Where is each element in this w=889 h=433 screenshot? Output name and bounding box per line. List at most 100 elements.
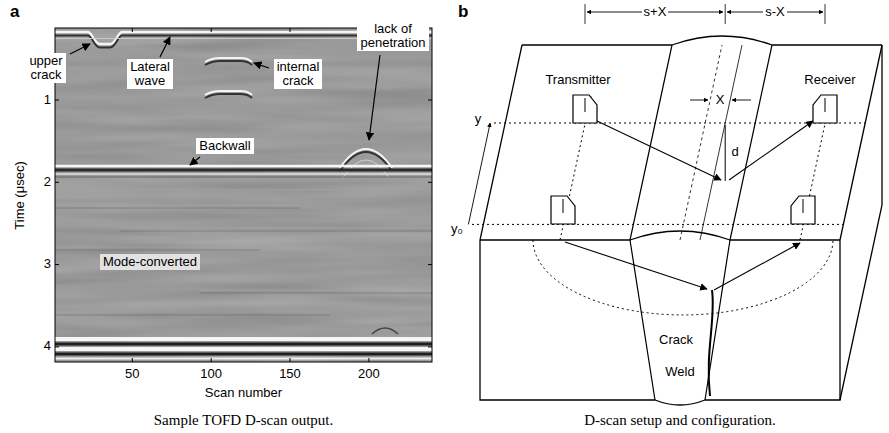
panel-letter: a [10, 2, 19, 21]
weld-section [630, 240, 730, 400]
axis-title: Scan number [205, 386, 282, 401]
panel-letter: a [10, 2, 19, 22]
y-ticks [55, 100, 432, 347]
leader-arrow [70, 44, 90, 54]
tick-label: 1 [44, 92, 51, 107]
tick-label: 3 [44, 257, 51, 272]
block-right-face [840, 45, 882, 400]
backwall-echo [55, 173, 432, 175]
tick-label: 50 [125, 367, 139, 382]
mode-band [55, 337, 432, 341]
dark-streaks [55, 208, 432, 315]
plot-frame [55, 28, 432, 362]
tick-label: 200 [358, 367, 380, 382]
probe-label: Receiver [804, 73, 855, 88]
dimension-label: X [716, 92, 725, 107]
dimension-label: d [731, 145, 738, 160]
dimension-label: y₀ [451, 221, 463, 236]
scan-streaks [55, 190, 432, 315]
panel-caption: D-scan setup and configuration. [584, 412, 776, 428]
beam-ray [729, 121, 813, 180]
mode-echo [372, 328, 398, 334]
extension-line [585, 4, 825, 24]
beam-ray [714, 243, 800, 290]
leader-arrow [369, 55, 380, 140]
scan-ground [55, 28, 432, 362]
tick-label: 2 [44, 175, 51, 190]
dimension-label: s+X [642, 5, 669, 20]
panel-letter: b [458, 2, 468, 22]
axis-title: Scan number [205, 385, 282, 400]
tick-label: 1 [44, 93, 51, 108]
weld-edge [630, 45, 772, 240]
beam-ray [565, 242, 707, 289]
annotation-text: Backwall [199, 139, 250, 153]
part-label: Weld [665, 365, 694, 380]
leader-arrows [70, 37, 380, 165]
internal-crack-bottom-dark [205, 94, 252, 98]
backwall-dark [55, 169, 432, 172]
dimension-label: s-X [765, 4, 785, 19]
crack [709, 290, 713, 396]
penetration-echo-dark [340, 152, 392, 171]
part-label: Crack [659, 333, 693, 348]
weld-block [468, 4, 882, 405]
tick-label: 50 [125, 366, 139, 381]
dimension-label: y [475, 111, 482, 126]
annotation-text: upper crack [29, 54, 62, 83]
probe-label: Transmitter [545, 72, 610, 87]
block-side-edge [480, 45, 882, 240]
probe-label: Transmitter [545, 73, 610, 88]
block-front-top-edge [480, 231, 840, 240]
leader-arrow [254, 63, 269, 68]
mode-band [55, 358, 432, 360]
internal-crack-top-dark [205, 61, 252, 65]
tick-label: 4 [44, 338, 51, 353]
crack-line [700, 45, 742, 240]
annotation-text: lack of penetration [360, 22, 425, 51]
leader-arrow [160, 37, 170, 57]
dimension-line [468, 123, 490, 224]
part-label: Weld [665, 364, 694, 379]
annotation-text: Mode-converted [103, 255, 197, 269]
annotation-box: Mode-converted [100, 254, 200, 270]
beam-ray [597, 121, 721, 180]
tick-label: 4 [44, 339, 51, 354]
tick-label: 100 [200, 367, 222, 382]
block-front-face [480, 240, 840, 405]
dimension-label: y [475, 112, 482, 127]
dimension-line [732, 100, 751, 101]
time-ellipse [533, 240, 833, 315]
dimension-label: y₀ [451, 222, 463, 237]
tick-label: 2 [44, 174, 51, 189]
annotation-box: Backwall [196, 138, 253, 154]
depth-line [725, 125, 726, 181]
axis-title: Time (μsec) [13, 161, 28, 229]
dimension-label: s+X [644, 4, 667, 19]
mode-band-dark [55, 343, 432, 346]
tick-label: 200 [358, 366, 380, 381]
panel-letter: b [458, 2, 468, 21]
scan-noise [55, 28, 432, 362]
panel-caption: Sample TOFD D-scan output. [154, 412, 333, 429]
annotation-text: Lateral wave [130, 60, 170, 89]
annotation-text: internal crack [277, 60, 320, 89]
block-back-edge [522, 36, 882, 45]
tick-label: 3 [44, 256, 51, 271]
axis-title: Time (μsec) [12, 161, 27, 229]
probe-crystal [563, 98, 825, 213]
tick-label: 150 [279, 367, 301, 382]
mode-band-dark [55, 353, 432, 356]
annotation-box: lack of penetration [357, 21, 428, 52]
panel-caption: Sample TOFD D-scan output. [154, 412, 333, 428]
dimension-line [690, 100, 708, 101]
annotation-box: internal crack [274, 59, 323, 90]
tick-label: 150 [279, 366, 301, 381]
leader-arrow [190, 157, 200, 165]
dscan-image [55, 28, 432, 362]
dimension-label: d [731, 144, 738, 159]
annotation-box: Lateral wave [127, 59, 173, 90]
annotation-box: upper crack [26, 53, 65, 84]
part-label: Crack [659, 332, 693, 347]
probe-line [472, 123, 865, 224]
